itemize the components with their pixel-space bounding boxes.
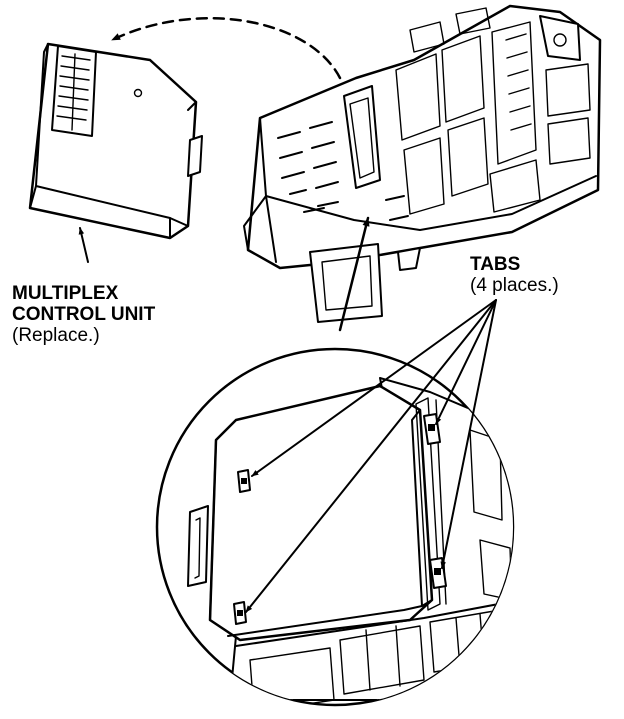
tabs-label-line2: (4 places.) (470, 275, 559, 296)
tab-left-upper (237, 469, 251, 493)
unit-label-line1: MULTIPLEX (12, 283, 119, 304)
detail-circle (155, 347, 515, 707)
unit-label-line2: CONTROL UNIT (12, 304, 156, 325)
unit-screw-hole (133, 88, 143, 98)
tab-left-lower (233, 601, 247, 625)
tabs-label-line1: TABS (470, 254, 521, 275)
multiplex-control-unit (28, 42, 203, 240)
dashed-removal-arrow (110, 16, 342, 80)
fuse-relay-box (243, 4, 602, 323)
unit-leader-arrow (78, 227, 89, 263)
tab-leader-arrows (245, 299, 497, 613)
location-arrow (338, 216, 370, 332)
unit-label-line3: (Replace.) (12, 325, 100, 346)
